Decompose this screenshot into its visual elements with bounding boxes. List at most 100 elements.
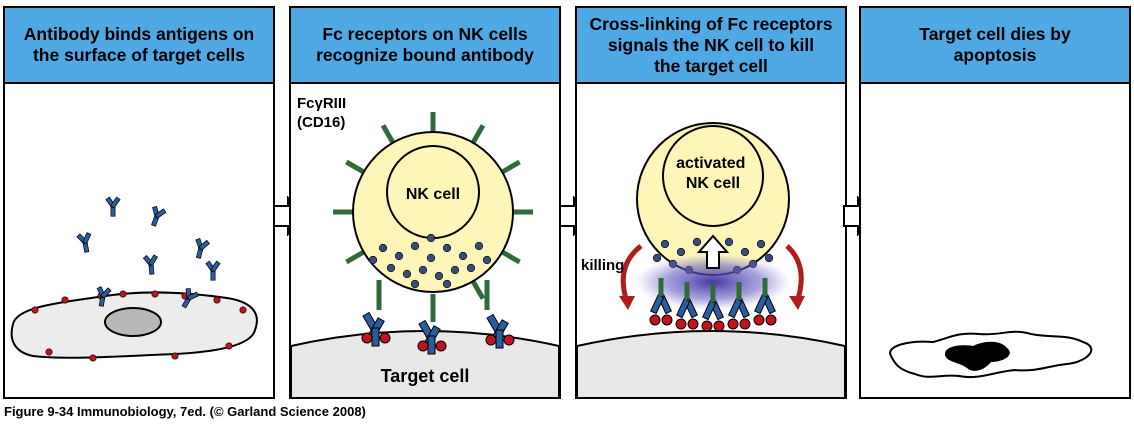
panel-header: Target cell dies by apoptosis <box>861 8 1129 84</box>
granule-dot <box>394 251 404 261</box>
panel-4-illustration <box>889 330 1093 379</box>
granule-dot <box>474 241 484 251</box>
antibody-icon <box>701 284 725 332</box>
killing-arrow-left-icon <box>620 244 643 303</box>
panel-header: Cross-linking of Fc receptors signals th… <box>577 8 845 84</box>
granule-dot <box>756 239 766 249</box>
granule-dot <box>466 263 476 273</box>
granule-release <box>635 254 791 310</box>
granule-dot <box>410 279 420 289</box>
antigen-dot <box>739 318 751 330</box>
granule-dot <box>426 233 436 243</box>
crosslinked-antibodies <box>649 278 777 332</box>
fc-receptor <box>345 249 365 265</box>
panel-apoptosis: Target cell dies by apoptosis <box>859 6 1131 399</box>
granule-dot <box>692 237 702 247</box>
antigen-dot <box>213 296 221 304</box>
fc-receptor <box>501 159 521 175</box>
condensed-nucleus <box>945 341 1010 371</box>
antigen-dot <box>701 320 713 332</box>
nucleus <box>104 307 162 337</box>
target-cell-surface <box>291 330 559 397</box>
panel-title: Target cell dies by apoptosis <box>919 24 1071 65</box>
granule-dot <box>434 271 444 281</box>
granule-dot <box>418 265 428 275</box>
antibody-icon <box>649 278 673 326</box>
granule-dot <box>442 243 452 253</box>
panel-cross-linking: Cross-linking of Fc receptors signals th… <box>575 6 847 399</box>
activated-label-line-1: activated <box>676 155 745 172</box>
antibody-icon <box>76 232 92 253</box>
antibody-icon <box>181 288 199 309</box>
panel-title: Fc receptors on NK cells recognize bound… <box>316 24 534 65</box>
fc-receptor <box>470 124 486 144</box>
bound-antibodies <box>361 311 515 355</box>
antibody-icon <box>195 238 211 259</box>
granule-dot <box>458 251 468 261</box>
target-cell <box>10 291 258 359</box>
granule-dot <box>764 253 774 263</box>
antibody-icon <box>151 206 167 227</box>
antigen-dot <box>45 348 53 356</box>
granule-dot <box>442 279 452 289</box>
antibody-icon <box>753 278 777 326</box>
free-antibodies <box>76 196 221 309</box>
antigen-dot <box>435 340 447 352</box>
fc-receptors <box>333 112 533 322</box>
activated-label-line-2: NK cell <box>686 175 740 192</box>
antigen-dot <box>239 306 247 314</box>
granule-dot <box>740 247 750 257</box>
antibody-icon <box>485 313 515 349</box>
granule-dot <box>652 253 662 263</box>
granule-dot <box>378 243 388 253</box>
fc-receptor <box>345 159 365 175</box>
nk-cell-label: NK cell <box>406 186 460 203</box>
antigen-dot <box>661 314 673 326</box>
antigen-dot <box>89 354 97 362</box>
panel-2-illustration: Target cell NK cell FcγRIII (CD16) <box>291 95 559 397</box>
activated-nk-cell-label: activated NK cell <box>676 155 750 192</box>
antigen-dot <box>485 334 497 346</box>
granule-dot <box>660 239 670 249</box>
activated-nk-nucleus <box>662 125 764 227</box>
granule-dot <box>386 263 396 273</box>
antibody-icon <box>361 311 391 347</box>
granules <box>368 233 492 289</box>
antigen-dot <box>713 320 725 332</box>
granule-dot <box>676 247 686 257</box>
antibody-icon <box>142 254 158 275</box>
antigen-dot <box>417 340 429 352</box>
antigen-dot <box>171 352 179 360</box>
fc-receptor <box>380 124 396 144</box>
receptor-label-line-2: (CD16) <box>297 114 345 131</box>
panel-title: Antibody binds antigens on the surface o… <box>23 24 255 65</box>
panel-1-illustration <box>10 196 258 362</box>
antigen-dot <box>765 314 777 326</box>
target-cell-surface <box>577 330 845 397</box>
antibody-icon <box>675 282 699 330</box>
granule-dot <box>482 255 492 265</box>
antigen-dot <box>361 332 373 344</box>
antigen-dot <box>31 306 39 314</box>
granule-dot <box>368 255 378 265</box>
panel-header: Fc receptors on NK cells recognize bound… <box>291 8 559 84</box>
antigen-dot <box>503 334 515 346</box>
antigen-dot <box>753 314 765 326</box>
polarization-arrow-icon <box>696 234 730 269</box>
granule-dot <box>426 253 436 263</box>
antigen-dot <box>379 332 391 344</box>
figure-caption: Figure 9-34 Immunobiology, 7ed. (© Garla… <box>4 404 366 419</box>
antigen-dot <box>727 318 739 330</box>
killing-arrow-right-icon <box>785 244 804 303</box>
antigen-dot <box>225 342 233 350</box>
panel-header: Antibody binds antigens on the surface o… <box>5 8 273 84</box>
antigen-dot <box>687 318 699 330</box>
panel-antibody-binding: Antibody binds antigens on the surface o… <box>3 6 275 399</box>
granule-dot <box>410 241 420 251</box>
antibody-icon <box>96 286 112 307</box>
killing-label: killing <box>581 257 624 274</box>
granule-dot <box>402 269 412 279</box>
antibody-icon <box>105 196 121 217</box>
antibody-icon <box>417 319 447 355</box>
